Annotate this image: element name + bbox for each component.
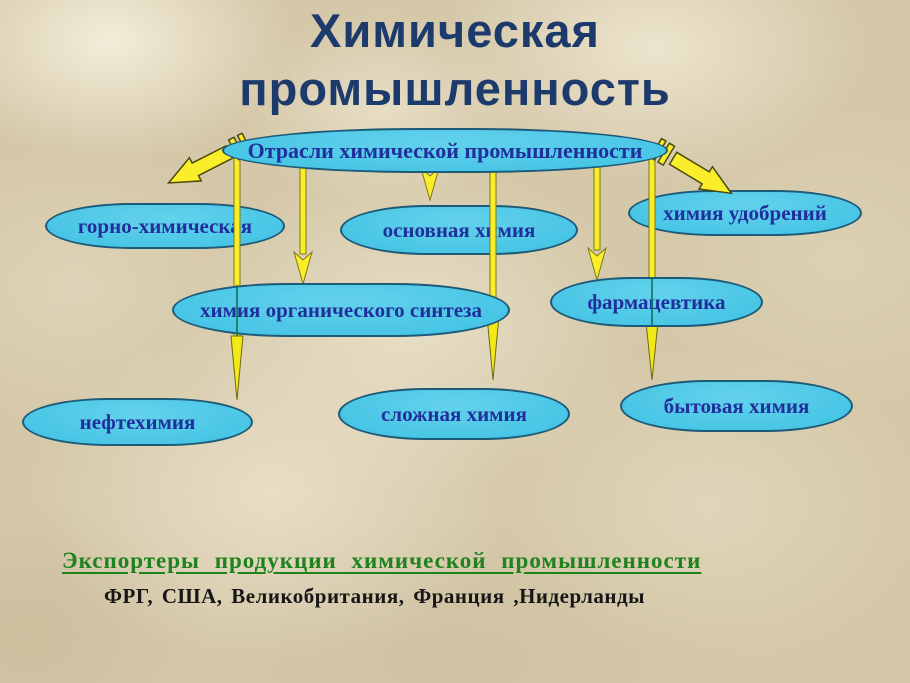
- slide-title-line1: Химическая: [310, 4, 600, 57]
- node-khimiya-udobreniy-label: химия удобрений: [663, 200, 827, 225]
- connector-root-to-neftekhimiya: [230, 151, 244, 401]
- node-otrasli-root-label: Отрасли химической промышленности: [247, 137, 643, 163]
- node-bytovaya-khimiya: бытовая химия: [620, 380, 853, 432]
- node-khimiya-udobreniy: химия удобрений: [628, 190, 862, 236]
- node-bytovaya-khimiya-label: бытовая химия: [663, 393, 810, 418]
- connector-trace-through-pharma: [651, 279, 653, 325]
- node-osnovnaya-khimiya-label: основная химия: [382, 217, 536, 242]
- node-neftekhimiya-label: нефтехимия: [79, 409, 196, 434]
- connector-root-to-bytovaya: [645, 151, 659, 381]
- connector-root-to-pharma: [587, 151, 607, 282]
- node-farmatsevtika-label: фармацевтика: [587, 289, 726, 314]
- node-slozhnaya-khimiya: сложная химия: [338, 388, 570, 440]
- node-gorno-khimicheskaya: горно-химическая: [45, 203, 285, 249]
- exporters-countries: ФРГ, США, Великобритания, Франция ,Нидер…: [104, 584, 646, 608]
- node-khimiya-organicheskogo-sinteza: химия органического синтеза: [172, 283, 510, 337]
- connector-root-to-slozhnaya: [486, 151, 500, 381]
- node-otrasli-root: Отрасли химической промышленности: [222, 128, 668, 173]
- node-farmatsevtika: фармацевтика: [550, 277, 763, 327]
- slide-title: Химическая промышленность: [0, 2, 910, 118]
- node-gorno-khimicheskaya-label: горно-химическая: [77, 213, 253, 238]
- connector-trace-through-organic: [236, 285, 238, 336]
- node-neftekhimiya: нефтехимия: [22, 398, 253, 446]
- node-osnovnaya-khimiya: основная химия: [340, 205, 578, 255]
- node-khimiya-organicheskogo-sinteza-label: химия органического синтеза: [200, 297, 482, 322]
- connector-root-to-organic: [293, 151, 313, 286]
- node-slozhnaya-khimiya-label: сложная химия: [381, 401, 527, 426]
- exporters-heading: Экспортеры продукции химической промышле…: [62, 548, 702, 573]
- slide-title-line2: промышленность: [239, 62, 671, 115]
